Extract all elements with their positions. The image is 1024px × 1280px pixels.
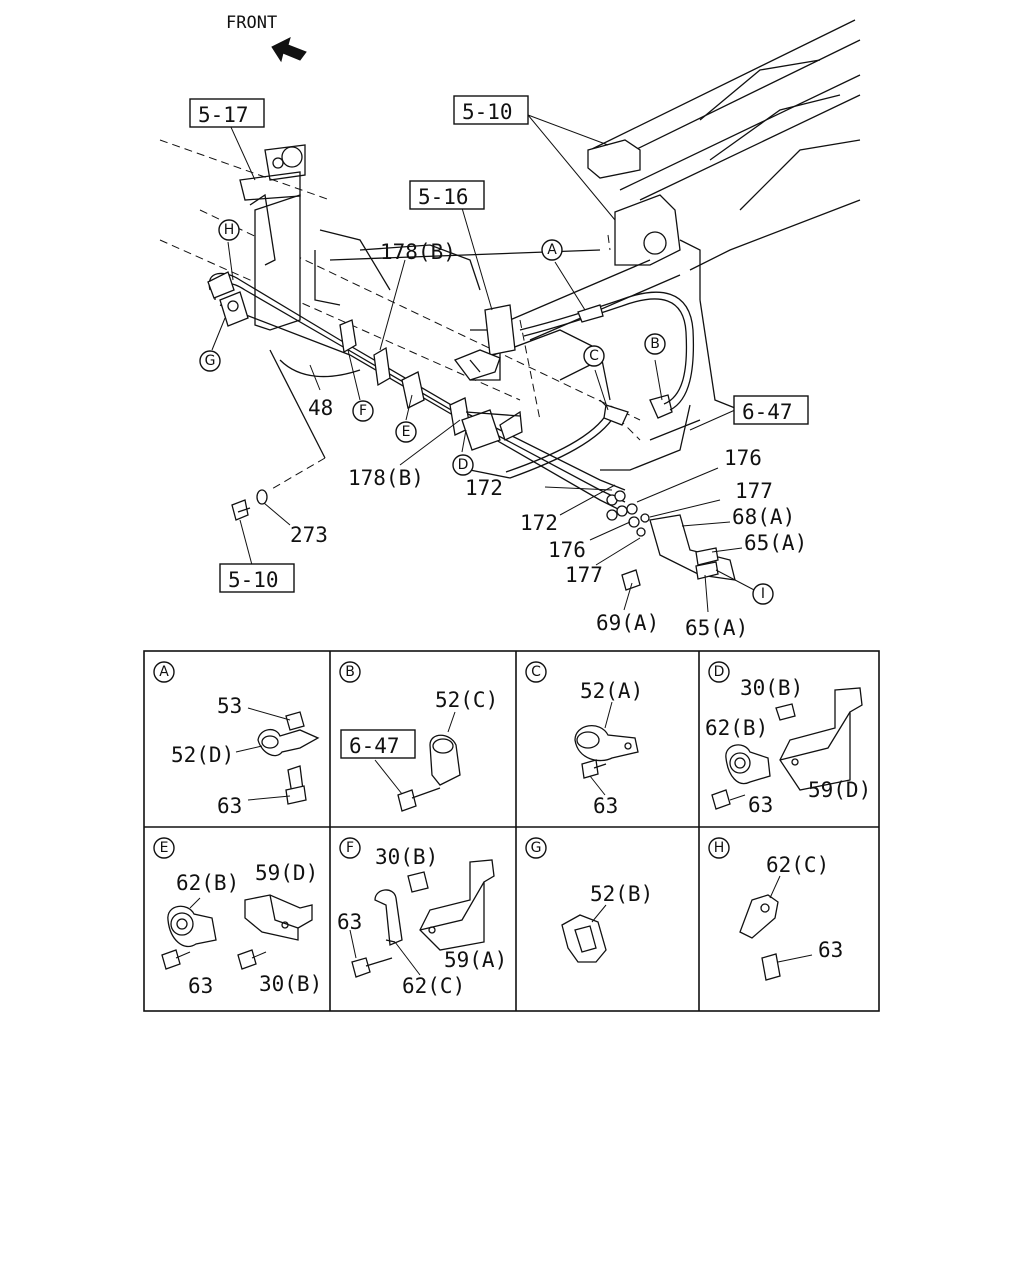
detail-h-tag: H (714, 840, 725, 856)
detail-f-label-62c: 62(C) (402, 974, 465, 998)
callout-i: I (761, 586, 765, 602)
detail-d-tag: D (714, 664, 725, 680)
ref-5-10-top: 5-10 (462, 100, 513, 124)
label-273: 273 (290, 523, 328, 547)
detail-h-label-62c: 62(C) (766, 853, 829, 877)
callout-c: C (589, 348, 599, 364)
label-176-b: 176 (548, 538, 586, 562)
detail-g-panel: G 52(B) (525, 837, 653, 963)
detail-d-label-63: 63 (748, 793, 773, 817)
detail-f-label-30b: 30(B) (375, 845, 438, 869)
detail-a-label-63: 63 (217, 794, 242, 818)
callout-b: B (650, 336, 660, 352)
detail-b-label-52c: 52(C) (435, 688, 498, 712)
label-65a-a: 65(A) (744, 531, 807, 555)
callout-e: E (402, 424, 411, 440)
label-176-a: 176 (724, 446, 762, 470)
label-177-b: 177 (565, 563, 603, 587)
main-assembly-drawing: FRONT (159, 13, 861, 640)
callout-a: A (547, 242, 557, 258)
detail-c-label-52a: 52(A) (580, 679, 643, 703)
detail-f-panel: F 30(B) 63 59(A) 62(C) (337, 837, 507, 998)
detail-f-label-63: 63 (337, 910, 362, 934)
detail-c-panel: C 52(A) 63 (525, 661, 643, 818)
detail-a-label-53: 53 (217, 694, 242, 718)
label-178b-bottom: 178(B) (348, 466, 424, 490)
detail-h-panel: H 62(C) 63 (708, 837, 843, 981)
label-172-a: 172 (465, 476, 503, 500)
detail-b-ref-6-47: 6-47 (349, 734, 400, 758)
detail-e-label-59d: 59(D) (255, 861, 318, 885)
callout-g: G (205, 353, 216, 369)
detail-a-panel: A 53 52(D) 63 (153, 661, 320, 818)
detail-f-label-59a: 59(A) (444, 948, 507, 972)
label-177-a: 177 (735, 479, 773, 503)
ref-5-17: 5-17 (198, 103, 249, 127)
detail-e-tag: E (160, 840, 169, 856)
ref-5-10-bottom: 5-10 (228, 568, 279, 592)
detail-g-tag: G (531, 840, 542, 856)
detail-c-tag: C (531, 664, 541, 680)
callout-f: F (359, 403, 367, 419)
front-label: FRONT (226, 13, 277, 33)
detail-h-label-63: 63 (818, 938, 843, 962)
detail-c-label-63: 63 (593, 794, 618, 818)
ref-6-47-main: 6-47 (742, 400, 793, 424)
detail-e-label-63: 63 (188, 974, 213, 998)
detail-b-tag: B (345, 664, 355, 680)
detail-d-label-62b: 62(B) (705, 716, 768, 740)
detail-e-label-30b: 30(B) (259, 972, 322, 996)
label-178b-top: 178(B) (380, 240, 456, 264)
detail-e-label-62b: 62(B) (176, 871, 239, 895)
detail-b-panel: B 6-47 52(C) (339, 661, 498, 812)
label-69a: 69(A) (596, 611, 659, 635)
detail-d-label-30b: 30(B) (740, 676, 803, 700)
front-arrow-icon (271, 37, 307, 63)
label-65a-b: 65(A) (685, 616, 748, 640)
ref-5-16: 5-16 (418, 185, 469, 209)
detail-d-label-59d: 59(D) (808, 778, 871, 802)
label-68a: 68(A) (732, 505, 795, 529)
label-48: 48 (308, 396, 333, 420)
label-172-b: 172 (520, 511, 558, 535)
detail-a-tag: A (159, 664, 169, 680)
callout-d: D (458, 457, 469, 473)
detail-grid (143, 650, 880, 1012)
detail-f-tag: F (346, 840, 354, 856)
callout-h: H (224, 222, 235, 238)
detail-e-panel: E 62(B) 59(D) 63 30(B) (153, 837, 322, 998)
detail-a-label-52d: 52(D) (171, 743, 234, 767)
detail-d-panel: D 30(B) 62(B) 59(D) 63 (705, 661, 871, 817)
detail-g-label-52b: 52(B) (590, 882, 653, 906)
